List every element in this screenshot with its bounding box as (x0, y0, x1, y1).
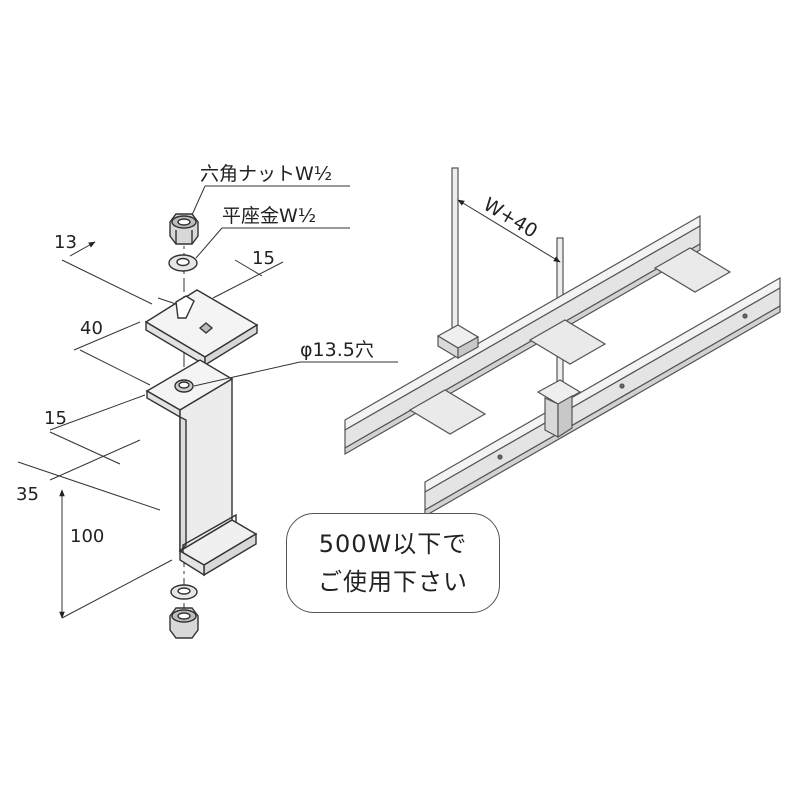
dimension-lines (17, 241, 284, 619)
hanging-rod-left (451, 167, 459, 339)
span-label: W+40 (479, 193, 541, 242)
cable-ladder-view (344, 167, 781, 518)
dim-40-label: 40 (80, 318, 103, 339)
slotted-plate (144, 289, 259, 367)
ladder-rungs (408, 247, 732, 435)
bottom-hex-nut-icon (169, 607, 199, 639)
dim-35-label: 35 (16, 484, 39, 505)
bracket-right-installed (536, 379, 582, 439)
dim-15-top-label: 15 (252, 248, 275, 269)
dim-15-side-label: 15 (44, 408, 67, 429)
usage-note: 500W以下で ご使用下さい (286, 513, 500, 613)
callout-leaders (191, 185, 398, 387)
bracket-left-installed (436, 324, 480, 360)
hex-nut-label: 六角ナットW½ (200, 163, 332, 185)
flat-washer-label: 平座金W½ (222, 205, 316, 227)
span-dimension (457, 199, 561, 263)
usage-note-line-2: ご使用下さい (318, 568, 468, 596)
dim-100-label: 100 (70, 526, 104, 547)
bracket-body (145, 359, 258, 577)
top-washer-icon (168, 254, 198, 272)
exploded-assembly (144, 213, 259, 639)
bottom-washer-icon (170, 584, 198, 600)
top-hex-nut-icon (169, 213, 199, 245)
usage-note-line-1: 500W以下で (318, 530, 468, 558)
dim-13-label: 13 (54, 232, 77, 253)
hole-label: φ13.5穴 (300, 339, 374, 361)
